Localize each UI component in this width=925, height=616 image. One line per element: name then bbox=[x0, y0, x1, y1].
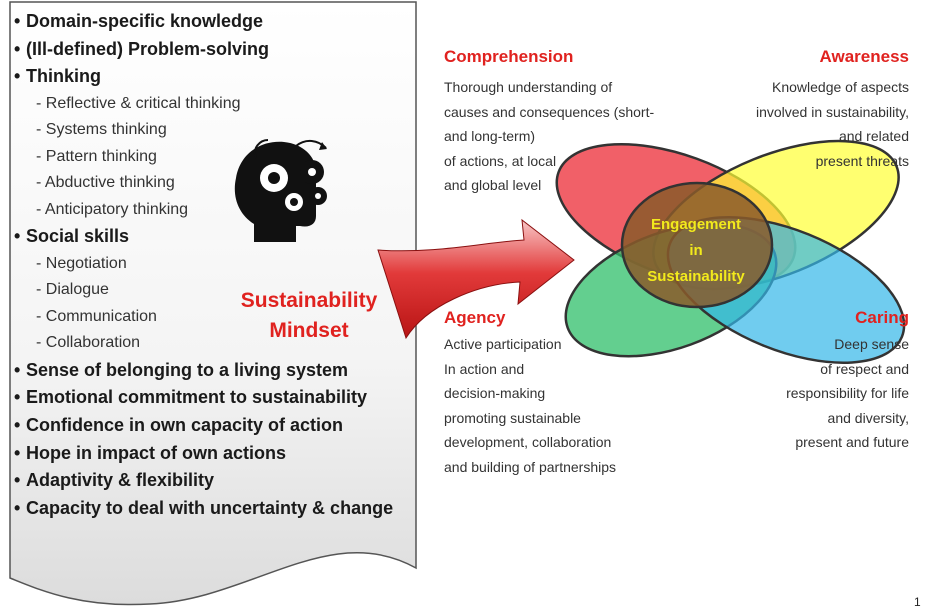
agency-description-line: Active participation bbox=[444, 336, 562, 352]
awareness-description-line: Knowledge of aspects bbox=[772, 79, 909, 95]
engagement-line2: in bbox=[689, 242, 703, 259]
skill-subitem: - Dialogue bbox=[36, 281, 109, 299]
bullet-icon: • bbox=[14, 470, 21, 491]
mindset-document-panel bbox=[9, 1, 417, 606]
comprehension-heading: Comprehension bbox=[444, 47, 574, 66]
head-gears-icon bbox=[234, 139, 327, 242]
skill-item: •Social skills bbox=[14, 223, 414, 251]
bullet-icon: • bbox=[14, 442, 21, 463]
comprehension-description-line: of actions, at local bbox=[444, 152, 557, 169]
skill-subitem: - Negotiation bbox=[36, 254, 127, 272]
agency-description-line: development, collaboration bbox=[444, 434, 612, 450]
engagement-line1: Engagement bbox=[650, 216, 741, 233]
caring-description-line: Deep sense bbox=[834, 336, 909, 352]
bullet-icon: • bbox=[14, 226, 21, 247]
caring-description-line: of respect and bbox=[820, 360, 909, 377]
skill-subitem: - Communication bbox=[36, 307, 157, 325]
caring-description-line: present and future bbox=[795, 434, 909, 450]
agency-description-line: decision-making bbox=[444, 385, 546, 401]
comprehension-description-line: and long-term) bbox=[444, 128, 536, 144]
skill-item: •Capacity to deal with uncertainty & cha… bbox=[14, 495, 414, 523]
caring-heading: Caring bbox=[855, 308, 909, 327]
awareness-description-line: involved in sustainability, bbox=[755, 103, 909, 120]
engagement-venn bbox=[555, 139, 906, 364]
bullet-icon: • bbox=[14, 387, 21, 408]
skill-label: Confidence in own capacity of action bbox=[26, 415, 344, 436]
awareness-description-line: and related bbox=[838, 128, 909, 144]
skill-item: •Adaptivity & flexibility bbox=[14, 467, 414, 495]
skill-subitem: - Anticipatory thinking bbox=[36, 200, 189, 218]
mindset-title-line2: Mindset bbox=[269, 319, 349, 342]
engagement-line3: Sustainability bbox=[647, 268, 745, 285]
comprehension-description-line: causes and consequences (short- bbox=[444, 103, 655, 120]
skill-label: Sense of belonging to a living system bbox=[26, 359, 349, 380]
skill-item: •Emotional commitment to sustainability bbox=[14, 384, 414, 412]
agency-description: Active participation In action and decisio… bbox=[444, 332, 616, 479]
engagement-label: Engagement in Sustainability bbox=[628, 212, 764, 290]
skill-subitem: - Reflective & critical thinking bbox=[36, 94, 241, 112]
bullet-icon: • bbox=[14, 359, 21, 380]
skill-item: •Confidence in own capacity of action bbox=[14, 412, 414, 440]
skill-subitem: - Abductive thinking bbox=[36, 174, 175, 192]
sustainability-mindset-title: Sustainability Mindset bbox=[224, 286, 394, 346]
skill-subitem: - Systems thinking bbox=[36, 121, 167, 139]
skill-subitem: - Collaboration bbox=[36, 334, 141, 352]
agency-description-line: In action and bbox=[444, 360, 525, 377]
skill-label: Thinking bbox=[26, 66, 101, 87]
engagement-center-ellipse bbox=[620, 181, 774, 309]
skill-item: •(Ill-defined) Problem-solving bbox=[14, 36, 414, 64]
skill-label: Social skills bbox=[26, 226, 130, 247]
bullet-icon: • bbox=[14, 415, 21, 436]
agency-heading: Agency bbox=[444, 308, 506, 327]
caring-description-line: responsibility for life bbox=[786, 385, 909, 401]
skill-label: Adaptivity & flexibility bbox=[26, 470, 215, 491]
bullet-icon: • bbox=[14, 38, 21, 59]
skill-item: •Thinking bbox=[14, 63, 414, 91]
page-number: 1 bbox=[914, 595, 921, 609]
skill-label: Emotional commitment to sustainability bbox=[26, 387, 368, 408]
awareness-description-line: present threats bbox=[815, 152, 909, 169]
skills-list: •Domain-specific knowledge•(Ill-defined)… bbox=[14, 8, 414, 522]
skill-label: Capacity to deal with uncertainty & chan… bbox=[26, 497, 394, 518]
caring-description: Deep sense of respect and responsibility f… bbox=[786, 332, 909, 455]
skill-subitem: - Pattern thinking bbox=[36, 147, 157, 165]
comprehension-description: Thorough understanding of causes and cons… bbox=[444, 75, 654, 198]
mindset-title-line1: Sustainability bbox=[240, 289, 378, 312]
awareness-description: Knowledge of aspects involved in sustaina… bbox=[756, 75, 909, 173]
skill-label: (Ill-defined) Problem-solving bbox=[26, 38, 270, 59]
transition-arrow bbox=[377, 218, 575, 340]
bullet-icon: • bbox=[14, 66, 21, 87]
awareness-heading: Awareness bbox=[819, 47, 909, 66]
skill-item: •Domain-specific knowledge bbox=[14, 8, 414, 36]
bullet-icon: • bbox=[14, 11, 21, 31]
skill-item: •Hope in impact of own actions bbox=[14, 440, 414, 468]
caring-description-line: and diversity, bbox=[827, 409, 909, 426]
skill-item: •Sense of belonging to a living system bbox=[14, 357, 414, 385]
agency-description-line: and building of partnerships bbox=[444, 458, 617, 475]
skill-label: Domain-specific knowledge bbox=[26, 11, 264, 31]
agency-description-line: promoting sustainable bbox=[444, 409, 581, 426]
comprehension-description-line: Thorough understanding of bbox=[444, 79, 613, 95]
skill-label: Hope in impact of own actions bbox=[26, 442, 287, 463]
bullet-icon: • bbox=[14, 497, 21, 518]
comprehension-description-line: and global level bbox=[444, 177, 542, 193]
